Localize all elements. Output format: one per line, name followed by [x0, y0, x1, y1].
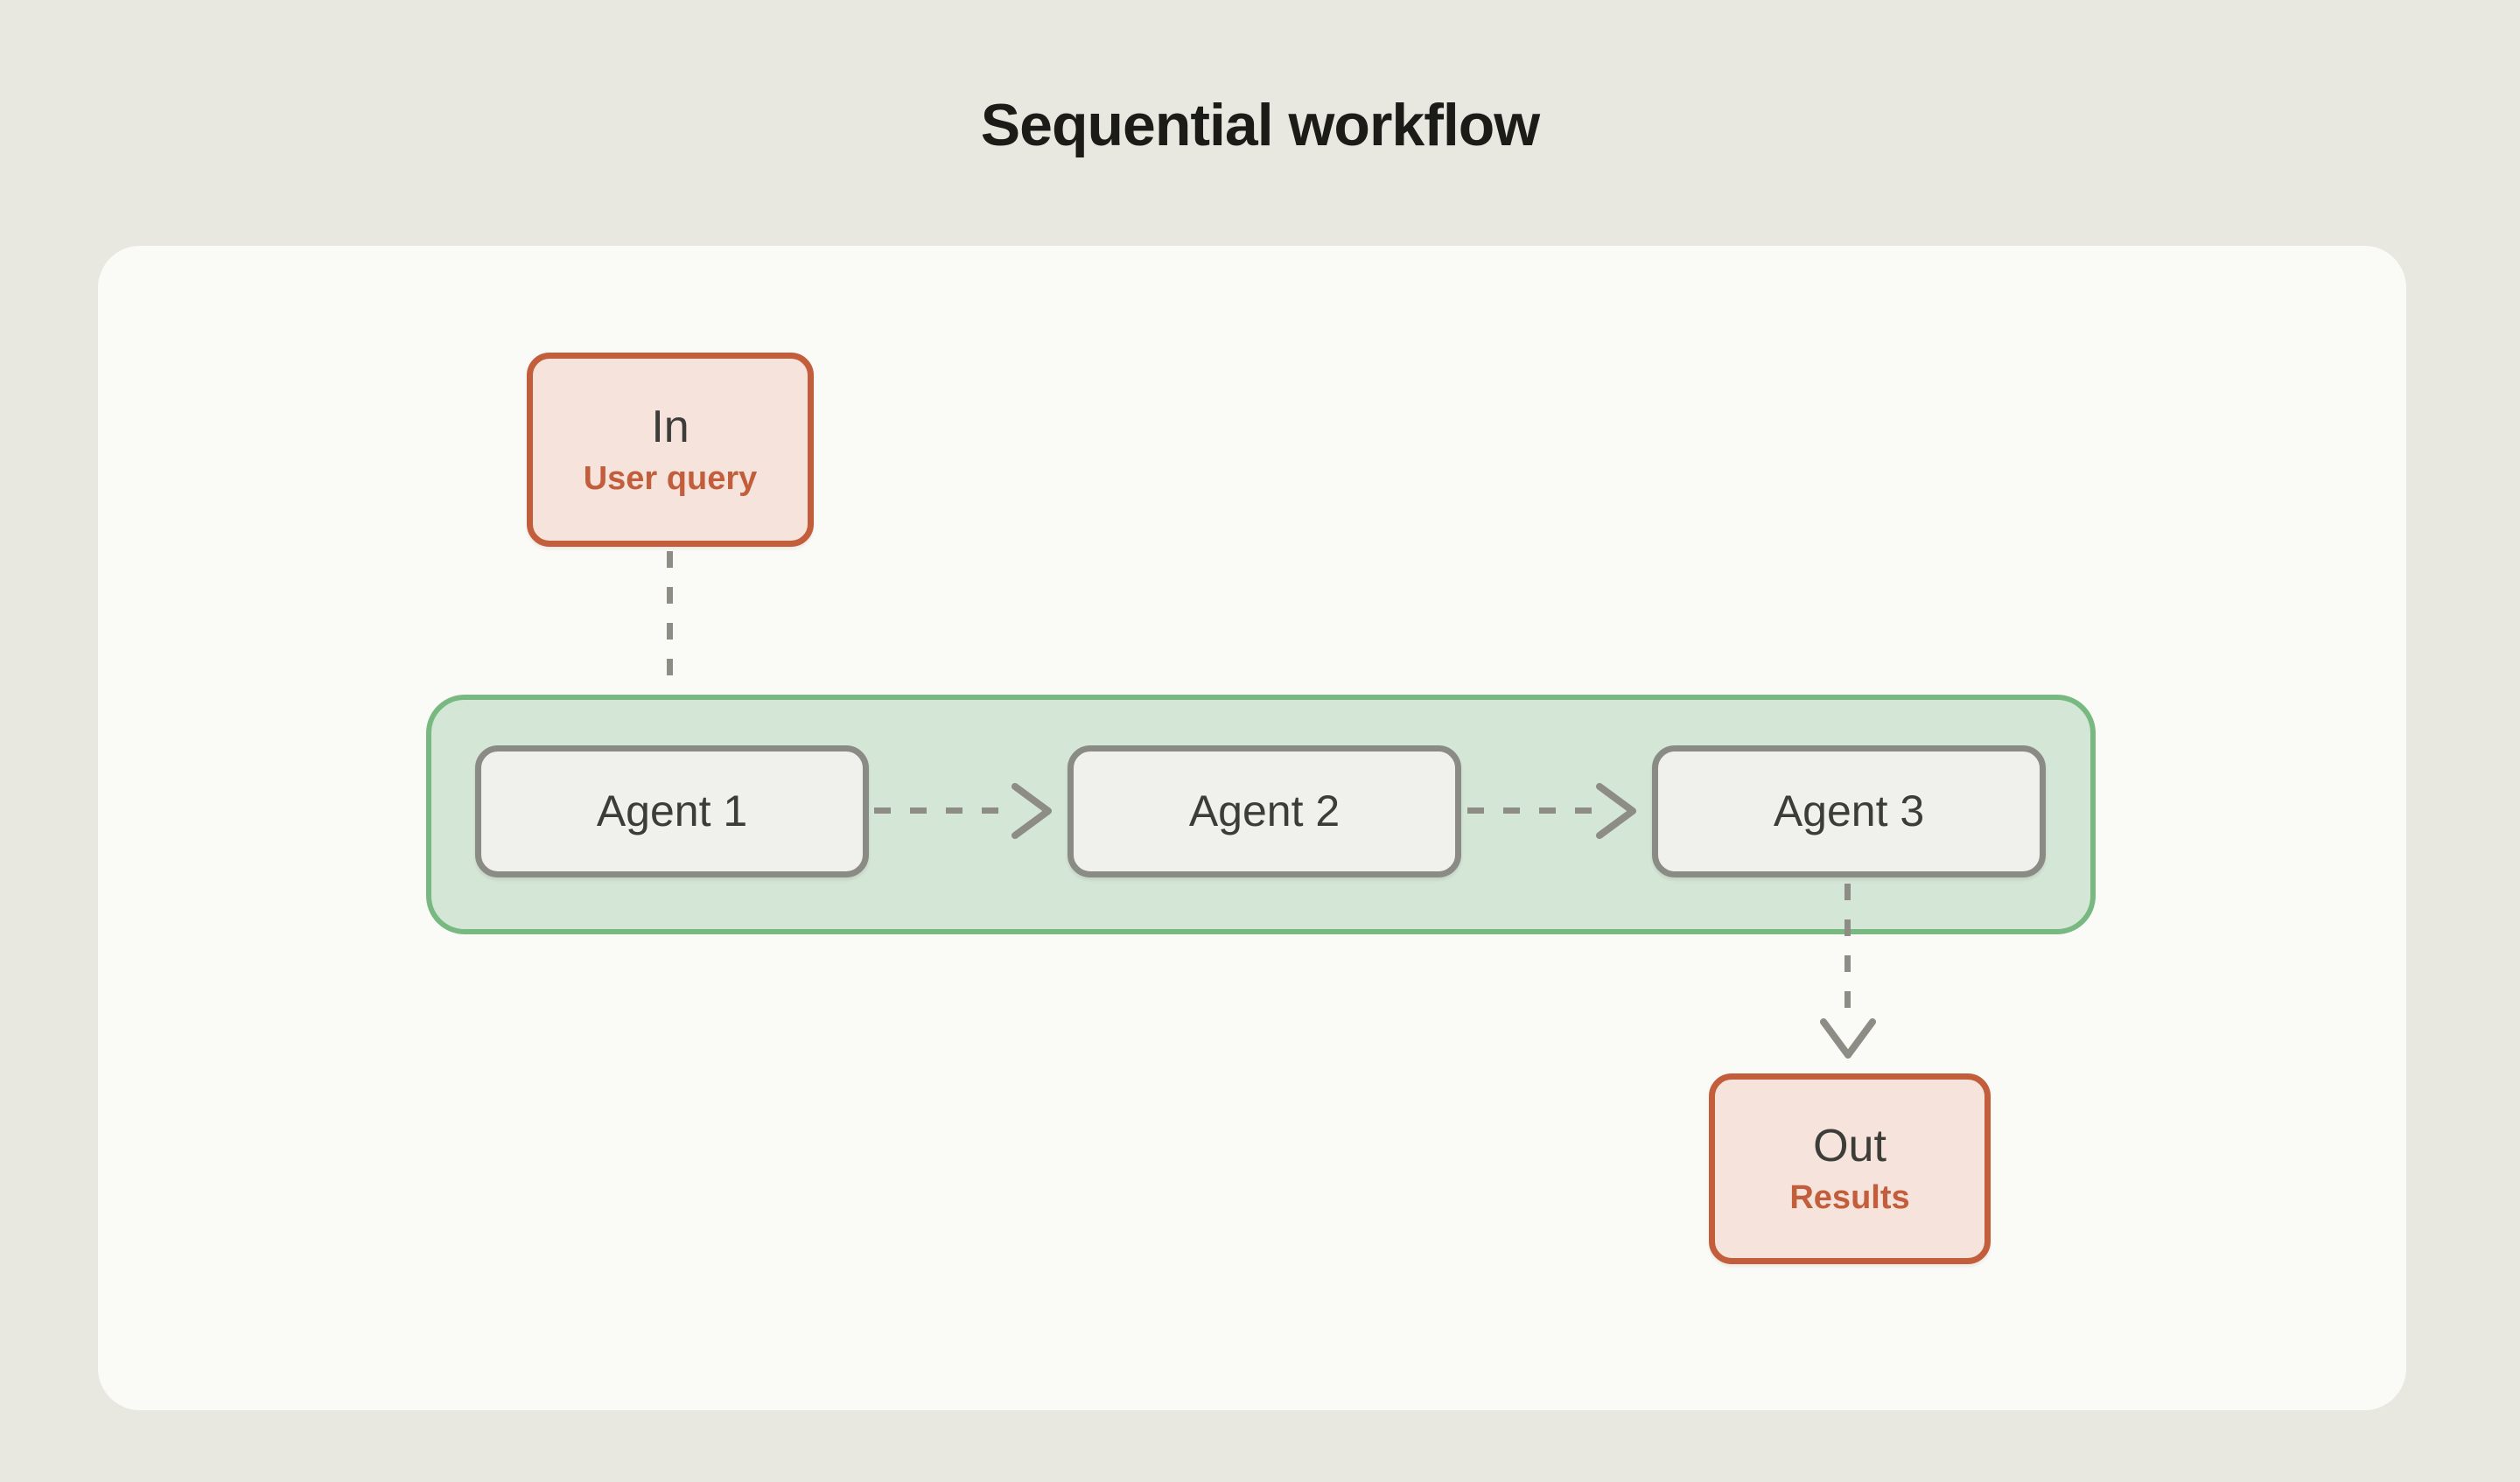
agent-3-label: Agent 3	[1773, 786, 1925, 835]
connector-agent3-to-out	[1844, 884, 1851, 1020]
connector-in-to-agents	[667, 551, 673, 705]
arrow-right-icon	[1012, 783, 1052, 839]
connector-agent2-to-agent3	[1467, 807, 1597, 814]
agent-1-label: Agent 1	[596, 786, 748, 835]
agent-2-label: Agent 2	[1188, 786, 1340, 835]
output-node: Out Results	[1709, 1073, 1991, 1264]
arrow-down-icon	[1820, 1018, 1876, 1059]
output-node-sublabel: Results	[1789, 1178, 1910, 1216]
input-node: In User query	[527, 353, 814, 547]
arrow-right-icon	[1596, 783, 1636, 839]
agent-node-1: Agent 1	[475, 745, 869, 877]
connector-agent1-to-agent2	[874, 807, 1012, 814]
page-title: Sequential workflow	[980, 92, 1540, 158]
agent-node-2: Agent 2	[1068, 745, 1461, 877]
output-node-label: Out	[1813, 1120, 1886, 1171]
agent-node-3: Agent 3	[1652, 745, 2046, 877]
input-node-sublabel: User query	[583, 459, 758, 497]
input-node-label: In	[651, 401, 690, 452]
diagram-canvas: In User query Agent 1 Agent 2 Agent 3	[98, 246, 2406, 1410]
